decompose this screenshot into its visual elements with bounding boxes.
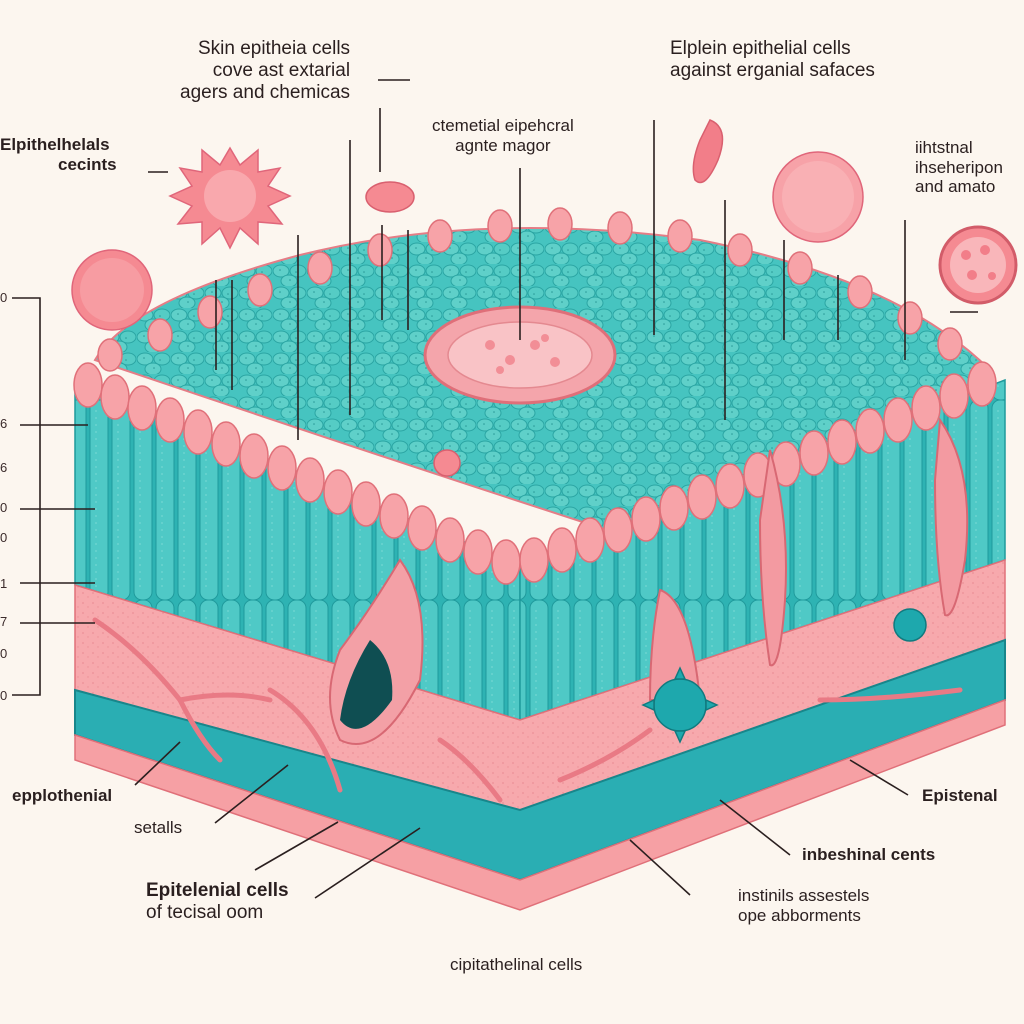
- elongated-cell: [692, 119, 724, 184]
- tick-label: 0: [0, 290, 8, 305]
- label-top-left: Skin epitheia cells cove ast extarial ag…: [180, 38, 351, 103]
- bottom-layer: [74, 698, 1006, 911]
- label-bottom-right: instinils assestels ope abborments: [738, 886, 870, 925]
- label-bottom-center: cipitathelinal cells: [450, 955, 583, 974]
- tick-label: 1: [0, 576, 8, 591]
- label-left-lower: setalls: [134, 818, 183, 837]
- red-blood-cell: [365, 181, 415, 213]
- label-top-right: Elplein epithelial cells against ergania…: [670, 38, 875, 81]
- teal-spiky-cell: [641, 666, 719, 744]
- tick-label: 6: [0, 460, 8, 475]
- label-top-center: ctemetial eipehcral agnte magor: [432, 116, 574, 155]
- tick-label: 0: [0, 530, 8, 545]
- goblet-cell: [933, 417, 969, 617]
- blood-vessels: [92, 617, 963, 803]
- edge-cell-rim: [73, 207, 997, 585]
- label-left-mid: epplothenial: [12, 786, 113, 805]
- tick-label: 0: [0, 646, 8, 661]
- label-right-upper: iihtstnal ihseheripon and amato: [915, 138, 1003, 197]
- label-right-mid: Epistenal: [922, 786, 998, 805]
- tick-label: 6: [0, 416, 8, 431]
- tick-label: 0: [0, 688, 8, 703]
- tick-label: 7: [0, 614, 8, 629]
- duct-lumen: [340, 640, 393, 729]
- label-bottom-left: Epitelenial cells of tecisal oom: [146, 880, 289, 923]
- leader-lines: [12, 79, 978, 899]
- label-right-lower: inbeshinal cents: [802, 845, 936, 864]
- tick-label: 0: [0, 500, 8, 515]
- spiky-cell: [168, 146, 292, 250]
- label-left-upper: Elpithelhelals cecints: [0, 135, 117, 174]
